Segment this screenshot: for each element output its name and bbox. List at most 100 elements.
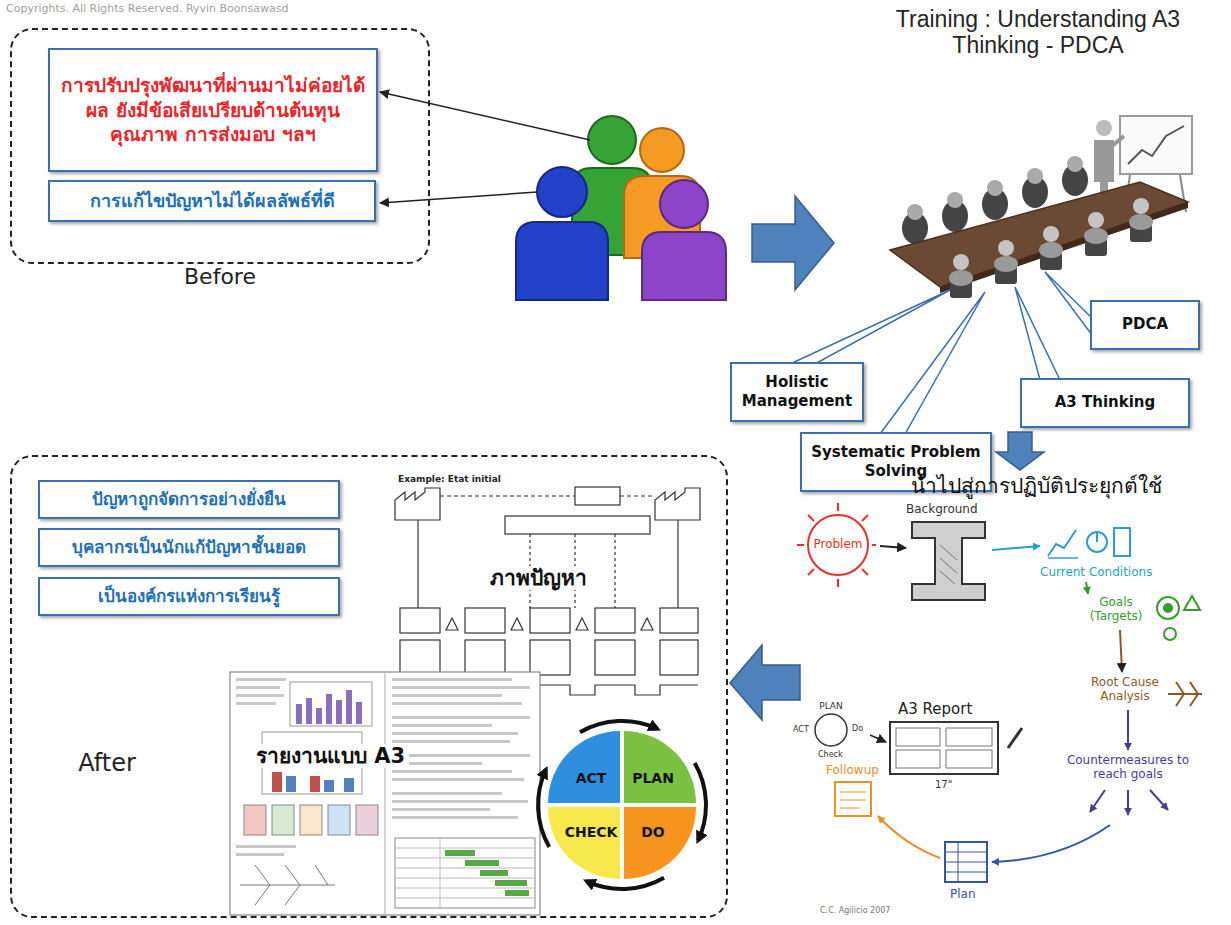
cycle-arrow [538, 721, 706, 889]
meeting-illustration [953, 198, 1149, 270]
a3-sketch [797, 503, 876, 587]
box-text: CHECK [565, 824, 618, 840]
a3-sketch [992, 546, 1040, 550]
quadrant-shape [548, 731, 620, 803]
a3-sketch [837, 503, 839, 511]
result-box: บุคลากรเป็นนักแก้ปัญหาชั้นยอด [38, 528, 340, 567]
sketch-label: PLAN [816, 701, 846, 711]
a3-sketch [1114, 528, 1130, 556]
people-figure [640, 128, 684, 172]
value-stream-map [465, 640, 505, 675]
meeting-illustration [907, 204, 923, 220]
meeting-illustration [890, 182, 1188, 287]
a3-report-picture [315, 865, 328, 885]
a3-report-picture [395, 868, 535, 869]
a3-sketch [940, 558, 957, 573]
a3-report-picture [392, 732, 518, 735]
meeting-illustration [1120, 116, 1192, 174]
meeting-illustration [1067, 156, 1083, 172]
callout-box: Holistic Management [730, 362, 864, 422]
text-wrap: CHECK [565, 824, 618, 840]
a3-report-picture [272, 805, 294, 835]
meeting-illustration [1043, 226, 1059, 242]
sketch-label: Current Conditions [1040, 566, 1152, 580]
a3-report-picture [240, 865, 335, 905]
pdca-quadrant: ACT [548, 731, 620, 803]
value-stream-map [576, 618, 588, 630]
credit-note: C.C. Agilicio 2007 [820, 906, 890, 915]
a3-report-picture [392, 716, 530, 719]
a3-sketch [862, 569, 868, 575]
a3-sketch [808, 515, 868, 575]
section-title: Training : Understanding A3 Thinking - P… [866, 6, 1210, 59]
a3-report-picture [395, 888, 535, 889]
quadrant-fill [548, 807, 620, 879]
picture-label: ภาพปัญหา [486, 566, 591, 590]
a3-sketch [840, 800, 866, 801]
a3-report-picture [326, 694, 332, 724]
text-wrap: ACT [576, 770, 607, 786]
a3-report-picture [392, 686, 530, 689]
meeting-illustration [1039, 242, 1063, 258]
result-box: เป็นองค์กรแห่งการเรียนรู้ [38, 577, 340, 616]
box-text: การปรับปรุงพัฒนาที่ผ่านมาไม่ค่อยได้ผล ยั… [58, 73, 368, 147]
pdca-quadrant: DO [624, 807, 696, 879]
a3-sketch [1157, 597, 1179, 619]
a3-sketch [880, 546, 906, 548]
box-text: DO [641, 824, 665, 840]
quadrant-shape [548, 807, 620, 879]
a3-report-picture [255, 865, 270, 885]
a3-report-picture [240, 885, 335, 886]
meeting-illustration [890, 116, 1192, 298]
a3-sketch [1176, 694, 1184, 706]
a3-sketch [1190, 682, 1198, 694]
sketch-label: 17" [935, 779, 952, 791]
text-wrap: After [52, 749, 162, 777]
a3-sketch [862, 515, 868, 521]
a3-sketch [878, 816, 940, 858]
text-wrap: เป็นองค์กรแห่งการเรียนรู้ [98, 585, 280, 607]
value-stream-map [614, 534, 615, 608]
meeting-illustration [1027, 168, 1043, 184]
a3-sketch [946, 728, 992, 746]
a3-sketch [890, 722, 998, 774]
text-wrap: PDCA [1122, 315, 1168, 335]
value-stream-map [395, 487, 700, 695]
callout-box: PDCA [1090, 300, 1200, 350]
sketch-label: A3 Report [898, 701, 972, 718]
text-wrap: Holistic Management [740, 373, 854, 412]
box-text: บุคลากรเป็นนักแก้ปัญหาชั้นยอด [72, 536, 306, 558]
a3-sketch [1086, 582, 1088, 594]
a3-sketch [912, 522, 985, 600]
value-stream-map [677, 520, 678, 608]
callout-tail [790, 290, 950, 364]
a3-sketch [945, 842, 987, 882]
problem-box: การแก้ไขปัญหาไม่ได้ผลลัพธ์ที่ดี [48, 180, 376, 222]
people-figure [588, 116, 636, 164]
value-stream-map [417, 520, 418, 608]
a3-sketch [1127, 710, 1129, 750]
a3-sketch [896, 750, 940, 768]
box-text: PDCA [1122, 315, 1168, 335]
a3-report-picture [480, 870, 508, 876]
a3-report-picture [392, 778, 524, 781]
sketch-label: Problem [812, 538, 864, 552]
text-wrap: A3 Thinking [1055, 393, 1156, 413]
meeting-illustration [947, 192, 963, 208]
meeting-illustration [949, 214, 1153, 286]
leader-arrow [380, 92, 590, 140]
a3-sketch [815, 714, 847, 746]
a3-sketch [870, 735, 886, 742]
callout-tail [1045, 272, 1092, 335]
a3-report-picture [395, 898, 535, 899]
value-stream-map [465, 608, 505, 633]
meeting-illustration [1133, 198, 1149, 214]
a3-sketch [840, 792, 866, 808]
a3-report-picture [336, 700, 342, 724]
a3-report-picture [236, 845, 296, 848]
a3-report-picture [392, 754, 530, 757]
sketch-label: Root Cause Analysis [1088, 676, 1162, 704]
sketch-label: Countermeasures to reach goals [1066, 754, 1190, 782]
a3-report-picture [244, 805, 378, 835]
